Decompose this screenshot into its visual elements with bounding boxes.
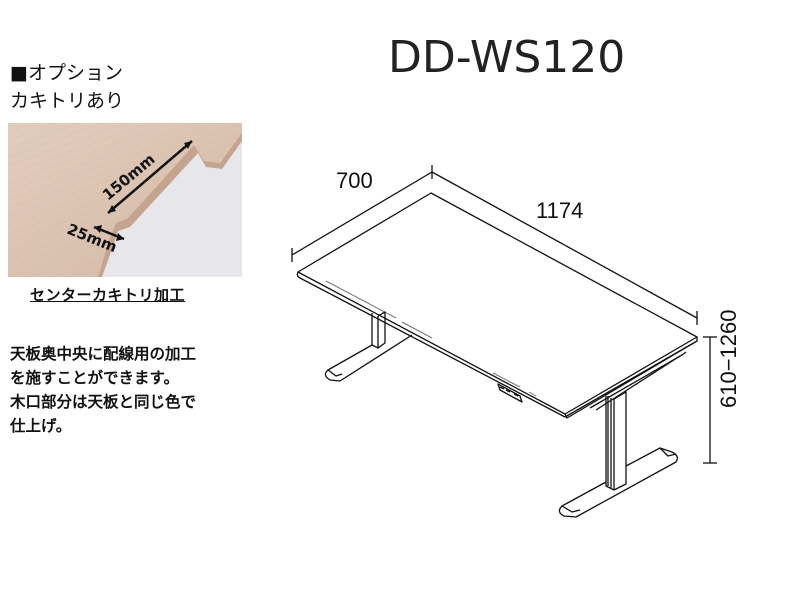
option-description: 天板奥中央に配線用の加工 を施すことができます。 木口部分は天板と同じ色で 仕上…: [10, 342, 196, 438]
photo-caption: センターカキトリ加工: [30, 286, 186, 304]
description-line: 木口部分は天板と同じ色で: [10, 393, 197, 411]
height-dimension: 610−1260: [716, 309, 741, 409]
option-subheading: カキトリあり: [10, 90, 125, 112]
width-dimension: 1174: [536, 198, 584, 223]
cutout-photo: 150mm 25mm: [8, 123, 242, 277]
description-line: 天板奥中央に配線用の加工: [10, 345, 197, 363]
description-line: 仕上げ。: [10, 417, 72, 435]
model-title: DD-WS120: [388, 32, 626, 83]
option-heading: ■オプション: [10, 62, 123, 84]
depth-dimension: 700: [336, 168, 373, 193]
description-line: を施すことができます。: [10, 369, 179, 387]
